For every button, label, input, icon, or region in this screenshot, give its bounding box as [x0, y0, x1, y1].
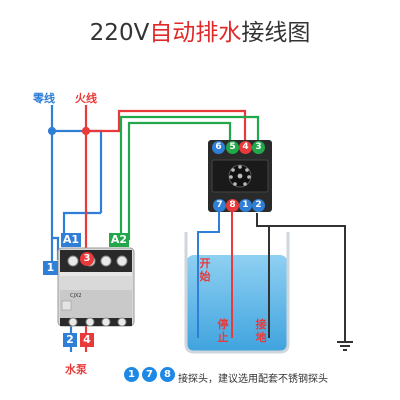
- relay-pin-3: 3: [252, 141, 265, 154]
- control-wire: [119, 115, 260, 240]
- terminal-1-tag: 1: [43, 261, 58, 275]
- probe-ground-label: 接地: [255, 318, 267, 344]
- title-suffix: 接线图: [241, 20, 311, 46]
- terminal-a1-tag: A1: [61, 233, 81, 247]
- pump-label: 水泵: [65, 363, 87, 376]
- page-title: 220V自动排水接线图: [0, 18, 400, 48]
- terminal-a2-tag: A2: [109, 233, 129, 247]
- probe-start-label: 开始: [199, 257, 211, 283]
- footer-probe-8: 8: [160, 367, 175, 382]
- probe-stop-label: 停止: [217, 318, 229, 344]
- relay-pin-2: 2: [252, 199, 265, 212]
- live-label: 火线: [75, 92, 97, 105]
- title-highlight: 自动排水: [149, 20, 242, 46]
- relay-pin-1: 1: [239, 199, 252, 212]
- terminal-3-badge: 3: [80, 252, 94, 266]
- relay-pin-4: 4: [239, 141, 252, 154]
- relay-pin-7: 7: [213, 199, 226, 212]
- relay-pin-8: 8: [226, 199, 239, 212]
- contactor: CJX2: [57, 247, 135, 327]
- footer-probe-7: 7: [142, 367, 157, 382]
- tank-wall: [184, 232, 290, 354]
- level-relay: [208, 140, 272, 212]
- ground-wire: [256, 213, 353, 351]
- terminal-4-tag: 4: [80, 333, 94, 347]
- relay-pin-6: 6: [212, 141, 225, 154]
- neutral-label: 零线: [33, 92, 55, 105]
- relay-pin-5: 5: [226, 141, 239, 154]
- terminal-2-tag: 2: [63, 333, 77, 347]
- tank-water: [186, 255, 288, 352]
- footer-note: 接探头，建议选用配套不锈钢探头: [178, 374, 328, 385]
- footer-probe-1: 1: [124, 367, 139, 382]
- contactor-model: CJX2: [70, 293, 82, 299]
- water-tank: [184, 232, 290, 354]
- probe-wires: [197, 210, 233, 338]
- title-voltage: 220V: [89, 20, 150, 46]
